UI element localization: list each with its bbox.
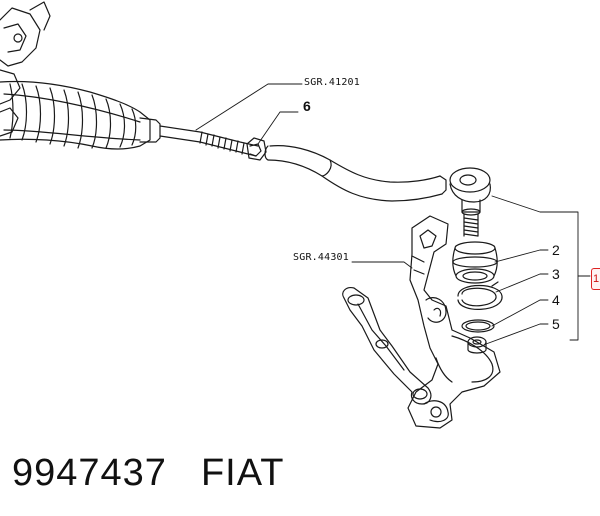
ref-label-tie-rod: SGR.41201 [304, 77, 360, 88]
castle-nut [467, 336, 487, 354]
brand-caption: FIAT [200, 452, 285, 494]
part-number-2: 2 [552, 242, 560, 258]
part-number-3: 3 [552, 266, 560, 282]
leader-lines [195, 83, 591, 345]
retaining-ring [461, 319, 495, 333]
footer-caption: 9947437 FIAT [12, 452, 284, 495]
leader-sgr-41201 [195, 83, 303, 131]
leader-part-6 [257, 111, 299, 145]
leader-part-2 [494, 249, 549, 263]
rack-bellows-boot [0, 80, 151, 150]
part-number-5: 5 [552, 316, 560, 332]
leader-sgr-44301 [351, 261, 413, 269]
inner-tie-rod [139, 117, 259, 157]
tie-rod-ball-joint [449, 167, 491, 237]
outer-tie-rod [264, 145, 447, 202]
circlip [457, 281, 503, 310]
leader-part-5 [485, 323, 549, 345]
steering-knuckle [407, 215, 501, 429]
group-callout-tab[interactable]: 1 [591, 268, 600, 290]
part-number-caption: 9947437 [12, 452, 167, 494]
dust-boot [452, 241, 498, 284]
part-number-4: 4 [552, 292, 560, 308]
group-callout-number: 1 [593, 273, 600, 285]
lock-nut [246, 137, 267, 161]
group-bracket [491, 195, 579, 341]
leader-part-4 [491, 299, 549, 327]
leader-part-3 [495, 273, 549, 293]
steering-link-arm [342, 287, 432, 405]
steering-rack-housing [0, 1, 51, 137]
part-number-6: 6 [303, 98, 311, 114]
ref-label-knuckle: SGR.44301 [293, 252, 349, 263]
